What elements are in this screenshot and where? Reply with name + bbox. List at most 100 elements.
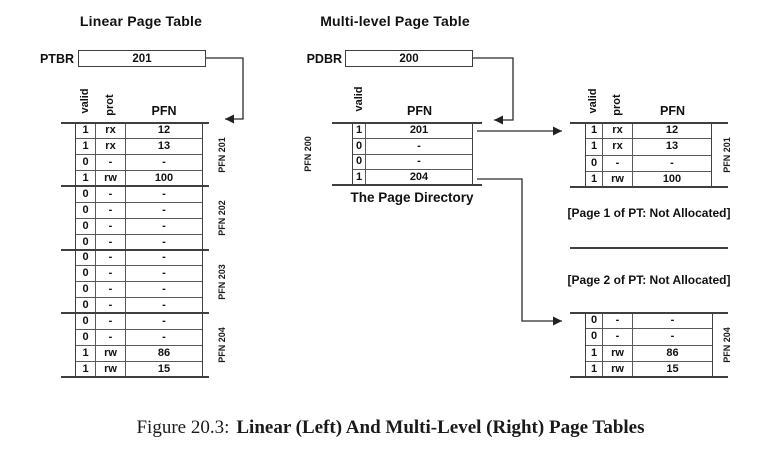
pfn-group-label: PFN 204 (722, 327, 732, 363)
pfn-group-label: PFN 201 (217, 137, 227, 173)
linear-valid-header: valid (79, 88, 91, 114)
table-row: 0-- (586, 329, 712, 346)
directory-valid-header: valid (353, 86, 365, 112)
table-row: 0-- (76, 314, 202, 331)
prot-cell: rw (603, 361, 633, 377)
pfn-cell: - (162, 251, 166, 264)
ptbr-register-box: 201 (78, 50, 206, 67)
pfn-cell: - (670, 156, 674, 169)
pfn-cell: - (670, 314, 675, 327)
directory-pfn-header: PFN (407, 104, 432, 118)
valid-cell: 0 (76, 218, 96, 234)
valid-cell: 0 (353, 138, 366, 154)
pfn-cell: - (162, 283, 166, 296)
table-row: 0-- (76, 330, 202, 347)
valid-cell: 1 (586, 139, 603, 155)
pfn-cell: 204 (409, 171, 429, 184)
group-boundary-line (332, 122, 482, 124)
table-row: 0-- (76, 266, 202, 283)
prot-cell: - (96, 218, 126, 234)
group-boundary-line (61, 312, 209, 314)
prot-cell: rw (96, 346, 126, 362)
prot-cell: rw (603, 171, 633, 187)
group-boundary-line (570, 247, 728, 249)
prot-cell: rx (603, 139, 633, 155)
pfn-cell: - (670, 330, 675, 343)
pfn-cell: - (162, 315, 166, 328)
valid-cell: 0 (76, 250, 96, 266)
group-boundary-line (332, 184, 482, 186)
pfn-cell: 100 (154, 171, 174, 184)
pfn-cell: 13 (157, 139, 171, 152)
group-boundary-line (61, 185, 209, 187)
table-row: 0-- (76, 202, 202, 219)
valid-cell: 0 (353, 154, 366, 170)
pfn-cell: 13 (665, 140, 679, 153)
group-boundary-line (570, 122, 728, 124)
linear-prot-header: prot (104, 94, 116, 116)
figure-caption: Figure 20.3:Linear (Left) And Multi-Leve… (0, 417, 781, 439)
prot-cell: - (96, 186, 126, 202)
table-row: 0- (353, 154, 472, 171)
figure-caption-title: Linear (Left) And Multi-Level (Right) Pa… (236, 417, 645, 438)
valid-cell: 1 (353, 123, 366, 138)
pfn-cell: 15 (157, 363, 171, 376)
prot-cell: rx (96, 138, 126, 154)
pfn-cell: 12 (157, 123, 171, 136)
ptbr-to-table-arrow (206, 57, 244, 124)
group-boundary-line (570, 376, 728, 378)
pfn-group-label: PFN 201 (722, 137, 732, 173)
table-row: 0-- (76, 186, 202, 203)
pfn-cell: - (417, 139, 421, 152)
table-row: 0-- (76, 250, 202, 267)
valid-cell: 0 (76, 266, 96, 282)
pdbr-register-box: 200 (345, 50, 473, 67)
prot-cell: - (96, 250, 126, 266)
prot-cell: - (96, 234, 126, 250)
valid-cell: 0 (76, 314, 96, 330)
table-row: 0-- (76, 218, 202, 235)
prot-cell: rx (603, 123, 633, 139)
valid-cell: 1 (76, 362, 96, 377)
table-row: 0-- (76, 154, 202, 171)
pfn-cell: 15 (666, 362, 679, 375)
valid-cell: 0 (76, 298, 96, 314)
pfn-cell: - (162, 299, 166, 312)
pfn-cell: - (162, 155, 166, 168)
pfn-cell: 86 (157, 347, 171, 360)
right-valid-header: valid (587, 88, 599, 114)
valid-cell: 1 (76, 123, 96, 138)
prot-cell: - (96, 298, 126, 314)
prot-cell: - (96, 330, 126, 346)
table-row: 0- (353, 138, 472, 155)
prot-cell: - (96, 266, 126, 282)
prot-cell: rw (603, 345, 633, 361)
pfn-cell: 12 (665, 124, 679, 137)
prot-cell: - (603, 313, 633, 329)
pdbr-to-directory-arrow (473, 57, 514, 125)
valid-cell: 1 (76, 138, 96, 154)
group-boundary-line (61, 122, 209, 124)
valid-cell: 0 (586, 313, 603, 329)
valid-cell: 0 (586, 155, 603, 171)
prot-cell: - (603, 155, 633, 171)
pfn-cell: 100 (662, 172, 682, 185)
table-row: 0-- (586, 155, 711, 172)
valid-cell: 1 (586, 171, 603, 187)
group-boundary-line (61, 249, 209, 251)
pdbr-value: 200 (399, 52, 419, 65)
pfn-group-label: PFN 204 (217, 327, 227, 363)
prot-cell: - (96, 314, 126, 330)
valid-cell: 1 (76, 346, 96, 362)
